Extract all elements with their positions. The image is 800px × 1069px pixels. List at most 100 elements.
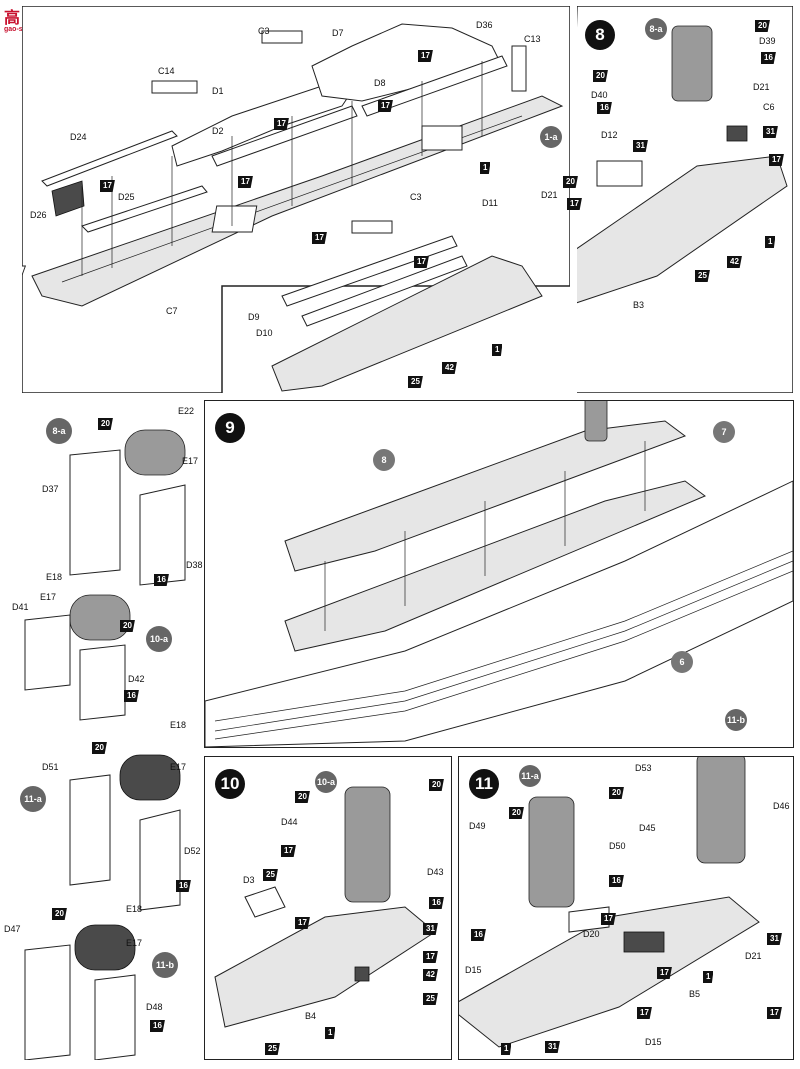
part-c14: C14 [158,66,175,76]
part-b5: B5 [689,989,701,999]
glue-tag: 16 [471,929,486,941]
glue-tag: 17 [414,256,429,268]
part-d15-b: D15 [645,1037,662,1047]
step-7-drawing [22,6,570,393]
glue-tag: 1 [492,344,503,356]
step-10-drawing [214,786,436,1028]
part-d25: D25 [118,192,135,202]
part-d7: D7 [332,28,344,38]
part-d45: D45 [639,823,656,833]
part-c3-b: C3 [410,192,422,202]
glue-tag: 17 [274,118,289,130]
part-d44: D44 [281,817,298,827]
glue-tag: 17 [378,100,393,112]
step-11-drawing [459,757,760,1048]
step-8-drawing [577,6,793,393]
sub-badge-11a: 11-a [519,765,541,787]
part-b4: B4 [305,1011,317,1021]
glue-tag: 17 [567,198,582,210]
glue-tag: 1 [765,236,776,248]
glue-tag: 20 [92,742,107,754]
sub-badge-1a: 1-a [540,126,562,148]
part-e17-d: E17 [126,938,143,948]
glue-tag: 20 [98,418,113,430]
part-d39: D39 [759,36,776,46]
glue-tag: 16 [761,52,776,64]
part-d9: D9 [248,312,260,322]
glue-tag: 17 [657,967,672,979]
glue-tag: 16 [609,875,624,887]
part-d26: D26 [30,210,47,220]
sub-badge-11b: 11-b [725,709,747,731]
glue-tag: 1 [325,1027,336,1039]
glue-tag: 17 [281,845,296,857]
glue-tag: 42 [423,969,438,981]
glue-tag: 20 [563,176,578,188]
glue-tag: 16 [124,690,139,702]
part-e18: E18 [46,572,63,582]
glue-tag: 17 [767,1007,782,1019]
glue-tag: 1 [703,971,714,983]
glue-tag: 16 [176,880,191,892]
glue-tag: 17 [238,176,253,188]
glue-tag: 1 [480,162,491,174]
glue-tag: 31 [545,1041,560,1053]
callout-7: 7 [713,421,735,443]
sub-badge-11b-detail: 11-b [152,952,178,978]
glue-tag: 20 [295,791,310,803]
step-badge-10: 10 [215,769,245,799]
step-11-panel: 11 11-a 11-b D53 D49 D50 D45 D46 D20 D15… [458,709,794,1060]
part-d49: D49 [469,821,486,831]
glue-tag: 16 [150,1020,165,1032]
glue-tag: 25 [265,1043,280,1055]
glue-tag: 20 [52,908,67,920]
part-d53: D53 [635,763,652,773]
glue-tag: 17 [100,180,115,192]
part-d15: D15 [465,965,482,975]
part-d3: D3 [243,875,255,885]
glue-tag: 31 [633,140,648,152]
part-d50: D50 [609,841,626,851]
glue-tag: 17 [423,951,438,963]
sub-badge-8a-detail: 8-a [46,418,72,444]
sub-badge-11a-detail: 11-a [20,786,46,812]
step-7-panel: C3 D7 D36 C13 C14 D1 D8 D2 D24 D25 D26 C… [22,6,570,393]
part-e17: E17 [182,456,199,466]
glue-tag: 17 [295,917,310,929]
part-d2: D2 [212,126,224,136]
part-d12: D12 [601,130,618,140]
part-d38: D38 [186,560,203,570]
sub-badge-10a-detail: 10-a [146,626,172,652]
callout-6: 6 [671,651,693,673]
step-badge-8: 8 [585,20,615,50]
funnel-subassemblies-drawing [24,429,186,1060]
part-e17-c: E17 [170,762,187,772]
part-d37: D37 [42,484,59,494]
part-c6: C6 [763,102,775,112]
part-b3: B3 [633,300,645,310]
part-e17-b: E17 [40,592,57,602]
part-d46: D46 [773,801,790,811]
glue-tag: 16 [154,574,169,586]
part-d21: D21 [753,82,770,92]
glue-tag: 16 [597,102,612,114]
part-c13: C13 [524,34,541,44]
part-d52: D52 [184,846,201,856]
part-e18-d: E18 [126,904,143,914]
part-d21-b: D21 [541,190,558,200]
glue-tag: 31 [763,126,778,138]
part-d42: D42 [128,674,145,684]
part-c3: C3 [258,26,270,36]
part-d43: D43 [427,867,444,877]
glue-tag: 20 [593,70,608,82]
glue-tag: 20 [120,620,135,632]
part-d10: D10 [256,328,273,338]
glue-tag: 25 [423,993,438,1005]
part-d21: D21 [745,951,762,961]
glue-tag: 25 [263,869,278,881]
glue-tag: 17 [637,1007,652,1019]
step-badge-11: 11 [469,769,499,799]
part-d51: D51 [42,762,59,772]
glue-tag: 20 [429,779,444,791]
glue-tag: 17 [601,913,616,925]
